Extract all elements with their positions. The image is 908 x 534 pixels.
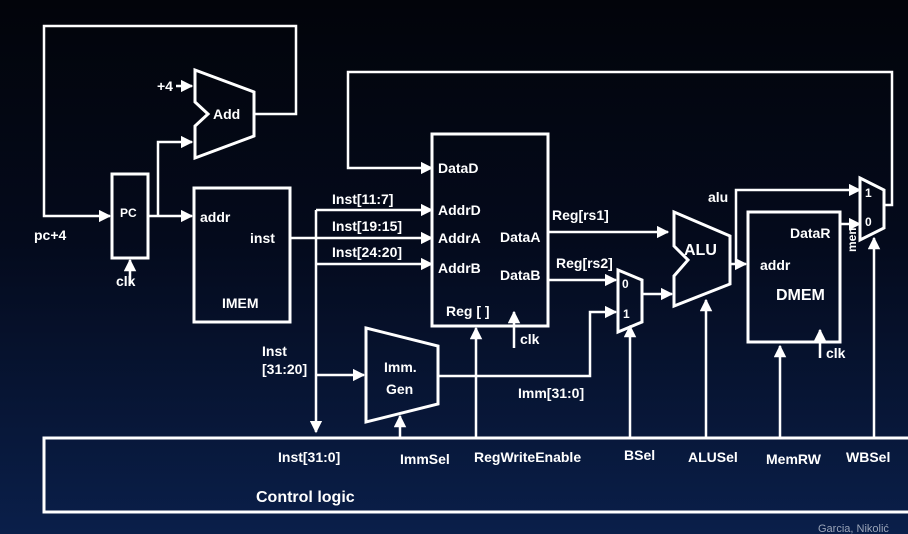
imm-gen-block: [364, 326, 440, 424]
dmem-title: DMEM: [776, 287, 825, 304]
ctrl-immsel-label: ImmSel: [400, 451, 450, 467]
bmux-in1-label: 1: [623, 307, 630, 321]
adder-label: Add: [213, 106, 240, 122]
regfile-dataa-label: DataA: [500, 229, 540, 245]
writeback-mux: [858, 175, 886, 243]
wires: [42, 24, 894, 438]
reg-rs2-label: Reg[rs2]: [556, 255, 613, 271]
imem-inst-label: inst: [250, 230, 275, 246]
imem-addr-label: addr: [200, 209, 231, 225]
inst-imm-label-line1: Inst: [262, 343, 287, 359]
imem-title: IMEM: [222, 295, 259, 311]
ctrl-memrw-label: MemRW: [766, 451, 822, 467]
immgen-label-line2: Gen: [386, 381, 413, 397]
regfile-addrb-label: AddrB: [438, 260, 481, 276]
imem-block: [192, 186, 292, 324]
regfile-datab-label: DataB: [500, 267, 540, 283]
ctrl-alusel-label: ALUSel: [688, 449, 738, 465]
alu-block: [672, 209, 732, 309]
plus-four-label: +4: [157, 78, 173, 94]
dmem-addr-label: addr: [760, 257, 791, 273]
wbmux-in1-label: 1: [865, 186, 872, 200]
pc-label: PC: [120, 206, 137, 220]
wbmux-in0-label: 0: [865, 215, 872, 229]
inst-imm-label-line2: [31:20]: [262, 361, 307, 377]
pc-register: [110, 172, 150, 260]
regfile-datad-label: DataD: [438, 160, 478, 176]
inst-imm-label: Inst [31:20]: [262, 343, 307, 377]
pc-adder: [193, 67, 256, 161]
bmux-in0-label: 0: [622, 277, 629, 291]
regfile-addrd-label: AddrD: [438, 202, 481, 218]
dmem-block: [746, 210, 842, 344]
ctrl-wbsel-label: WBSel: [846, 449, 890, 465]
reg-rs1-label: Reg[rs1]: [552, 207, 609, 223]
ctrl-bsel-label: BSel: [624, 447, 655, 463]
control-logic-title: Control logic: [256, 489, 355, 506]
b-select-mux: [616, 267, 644, 335]
pc-input-label: pc+4: [34, 227, 67, 243]
regfile-addra-label: AddrA: [438, 230, 481, 246]
ctrl-regwriteenable-label: RegWriteEnable: [474, 449, 581, 465]
dmem-clk-label: clk: [826, 345, 846, 361]
alu-label: ALU: [684, 242, 717, 259]
regfile-title: Reg [ ]: [446, 303, 490, 319]
regfile-clk-label: clk: [520, 331, 540, 347]
inst-rs2-label: Inst[24:20]: [332, 244, 402, 260]
credit-text: Garcia, Nikolić: [818, 523, 889, 534]
control-logic-block: [42, 436, 908, 514]
pc-clk-label: clk: [116, 273, 136, 289]
wbmux-mem-label: mem: [845, 224, 859, 252]
inst-rs1-label: Inst[19:15]: [332, 218, 402, 234]
register-file: [430, 132, 550, 328]
immgen-label-line1: Imm.: [384, 359, 417, 375]
ctrl-inst-label: Inst[31:0]: [278, 449, 340, 465]
inst-rd-label: Inst[11:7]: [332, 191, 393, 207]
alu-out-label: alu: [708, 189, 728, 205]
imm-out-label: Imm[31:0]: [518, 385, 584, 401]
dmem-datar-label: DataR: [790, 225, 830, 241]
